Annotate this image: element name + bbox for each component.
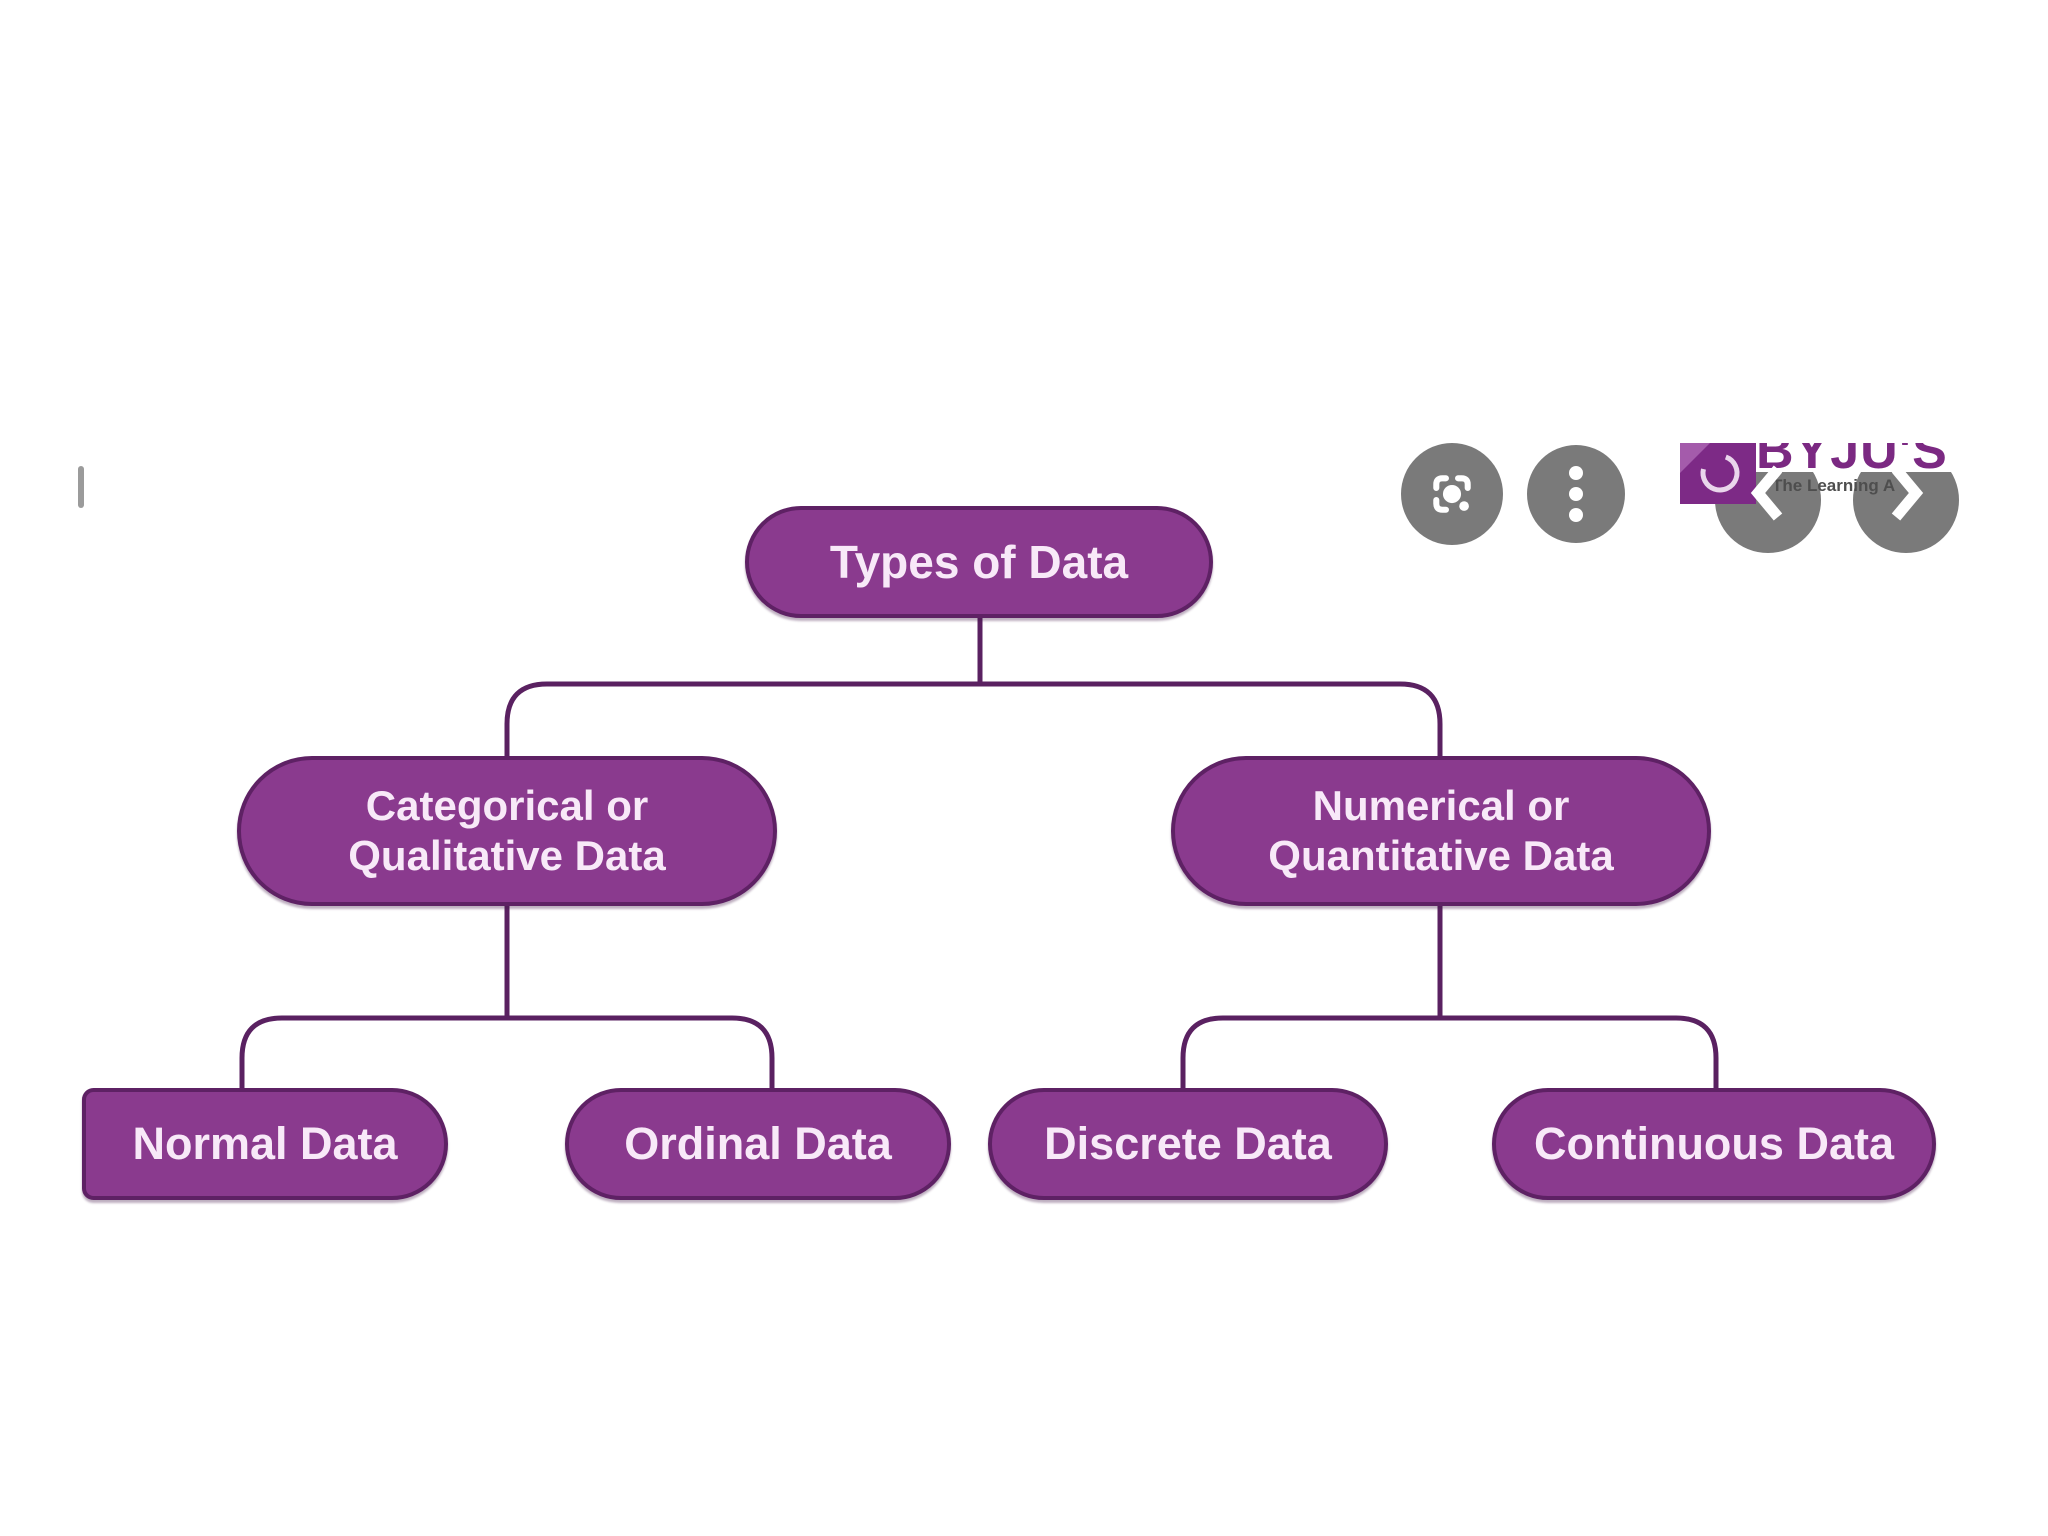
node-types-of-data: Types of Data: [745, 506, 1213, 618]
node-label-line2: Qualitative Data: [348, 832, 666, 879]
node-label: Discrete Data: [1044, 1118, 1332, 1170]
lens-icon: [1433, 475, 1471, 513]
node-discrete-data: Discrete Data: [988, 1088, 1388, 1200]
node-label: Types of Data: [829, 535, 1129, 588]
node-continuous-data: Continuous Data: [1492, 1088, 1936, 1200]
left-edge-fragment: [78, 466, 84, 508]
lens-button[interactable]: [1401, 443, 1503, 545]
node-label: Ordinal Data: [624, 1118, 892, 1170]
byjus-wordmark: BYJU'S: [1756, 443, 1952, 472]
more-options-button[interactable]: [1527, 445, 1625, 543]
chevron-right-icon: [1891, 465, 1924, 521]
node-label-line1: Numerical or: [1312, 782, 1570, 830]
node-label: Continuous Data: [1534, 1118, 1894, 1170]
chevron-left-icon: [1750, 465, 1783, 521]
node-categorical-qualitative: Categorical or Qualitative Data: [237, 756, 777, 906]
byjus-badge-icon: [1680, 443, 1756, 504]
node-numerical-quantitative: Numerical or Quantitative Data: [1171, 756, 1711, 906]
node-ordinal-data: Ordinal Data: [565, 1088, 951, 1200]
node-normal-data: Normal Data: [82, 1088, 448, 1200]
node-label-line2: Quantitative Data: [1268, 832, 1614, 879]
byjus-tagline: The Learning A: [1772, 476, 1896, 495]
node-label: Normal Data: [132, 1118, 398, 1170]
node-label-line1: Categorical or: [365, 782, 649, 830]
more-vert-icon: [1569, 466, 1583, 522]
